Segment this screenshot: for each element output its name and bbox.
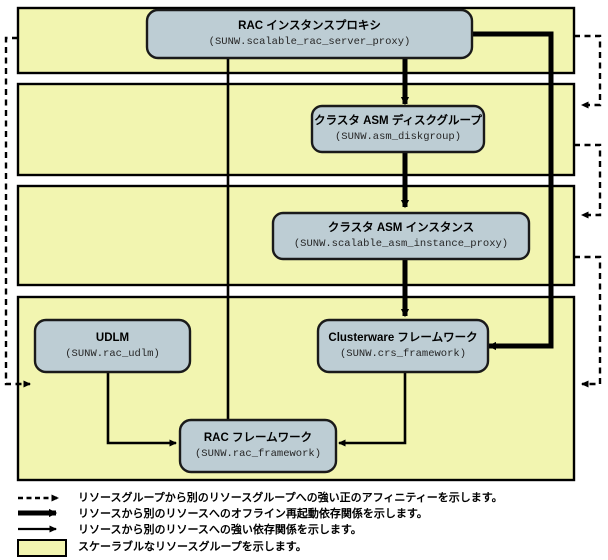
legend-yellow-rect-icon xyxy=(17,539,67,557)
node-box-rac-instance-proxy[interactable] xyxy=(145,8,474,60)
node-box-asm-diskgroup[interactable] xyxy=(310,104,486,154)
edge-proxy-to-crs-framework xyxy=(472,31,554,351)
edge-affinity-rg3-to-rg4 xyxy=(574,255,602,388)
edge-crs-framework-to-rac-framework xyxy=(337,372,407,447)
legend-label-strong-positive-affinity: リソースグループから別のリソースグループへの強い正のアフィニティーを示します。 xyxy=(78,492,503,504)
node-box-rac-framework[interactable] xyxy=(178,418,338,474)
edge-affinity-rg2-to-rg3 xyxy=(574,143,602,219)
edge-affinity-rg1-to-rg2 xyxy=(574,34,602,109)
resource-group-asm-diskgroup xyxy=(16,82,576,177)
edge-udlm-to-rac-framework xyxy=(106,372,178,447)
edge-affinity-rg1-to-rg4 xyxy=(4,36,32,388)
legend-label-scalable-resource-group: スケーラブルなリソースグループを示します。 xyxy=(78,541,307,553)
node-box-asm-instance[interactable] xyxy=(271,211,531,261)
legend-label-strong-dependency: リソースから別のリソースへの強い依存関係を示します。 xyxy=(78,524,362,536)
node-box-crs-framework[interactable] xyxy=(316,318,490,374)
node-box-udlm[interactable] xyxy=(33,318,192,374)
legend-label-offline-restart-dependency: リソースから別のリソースへのオフライン再起動依存関係を示します。 xyxy=(78,508,428,520)
